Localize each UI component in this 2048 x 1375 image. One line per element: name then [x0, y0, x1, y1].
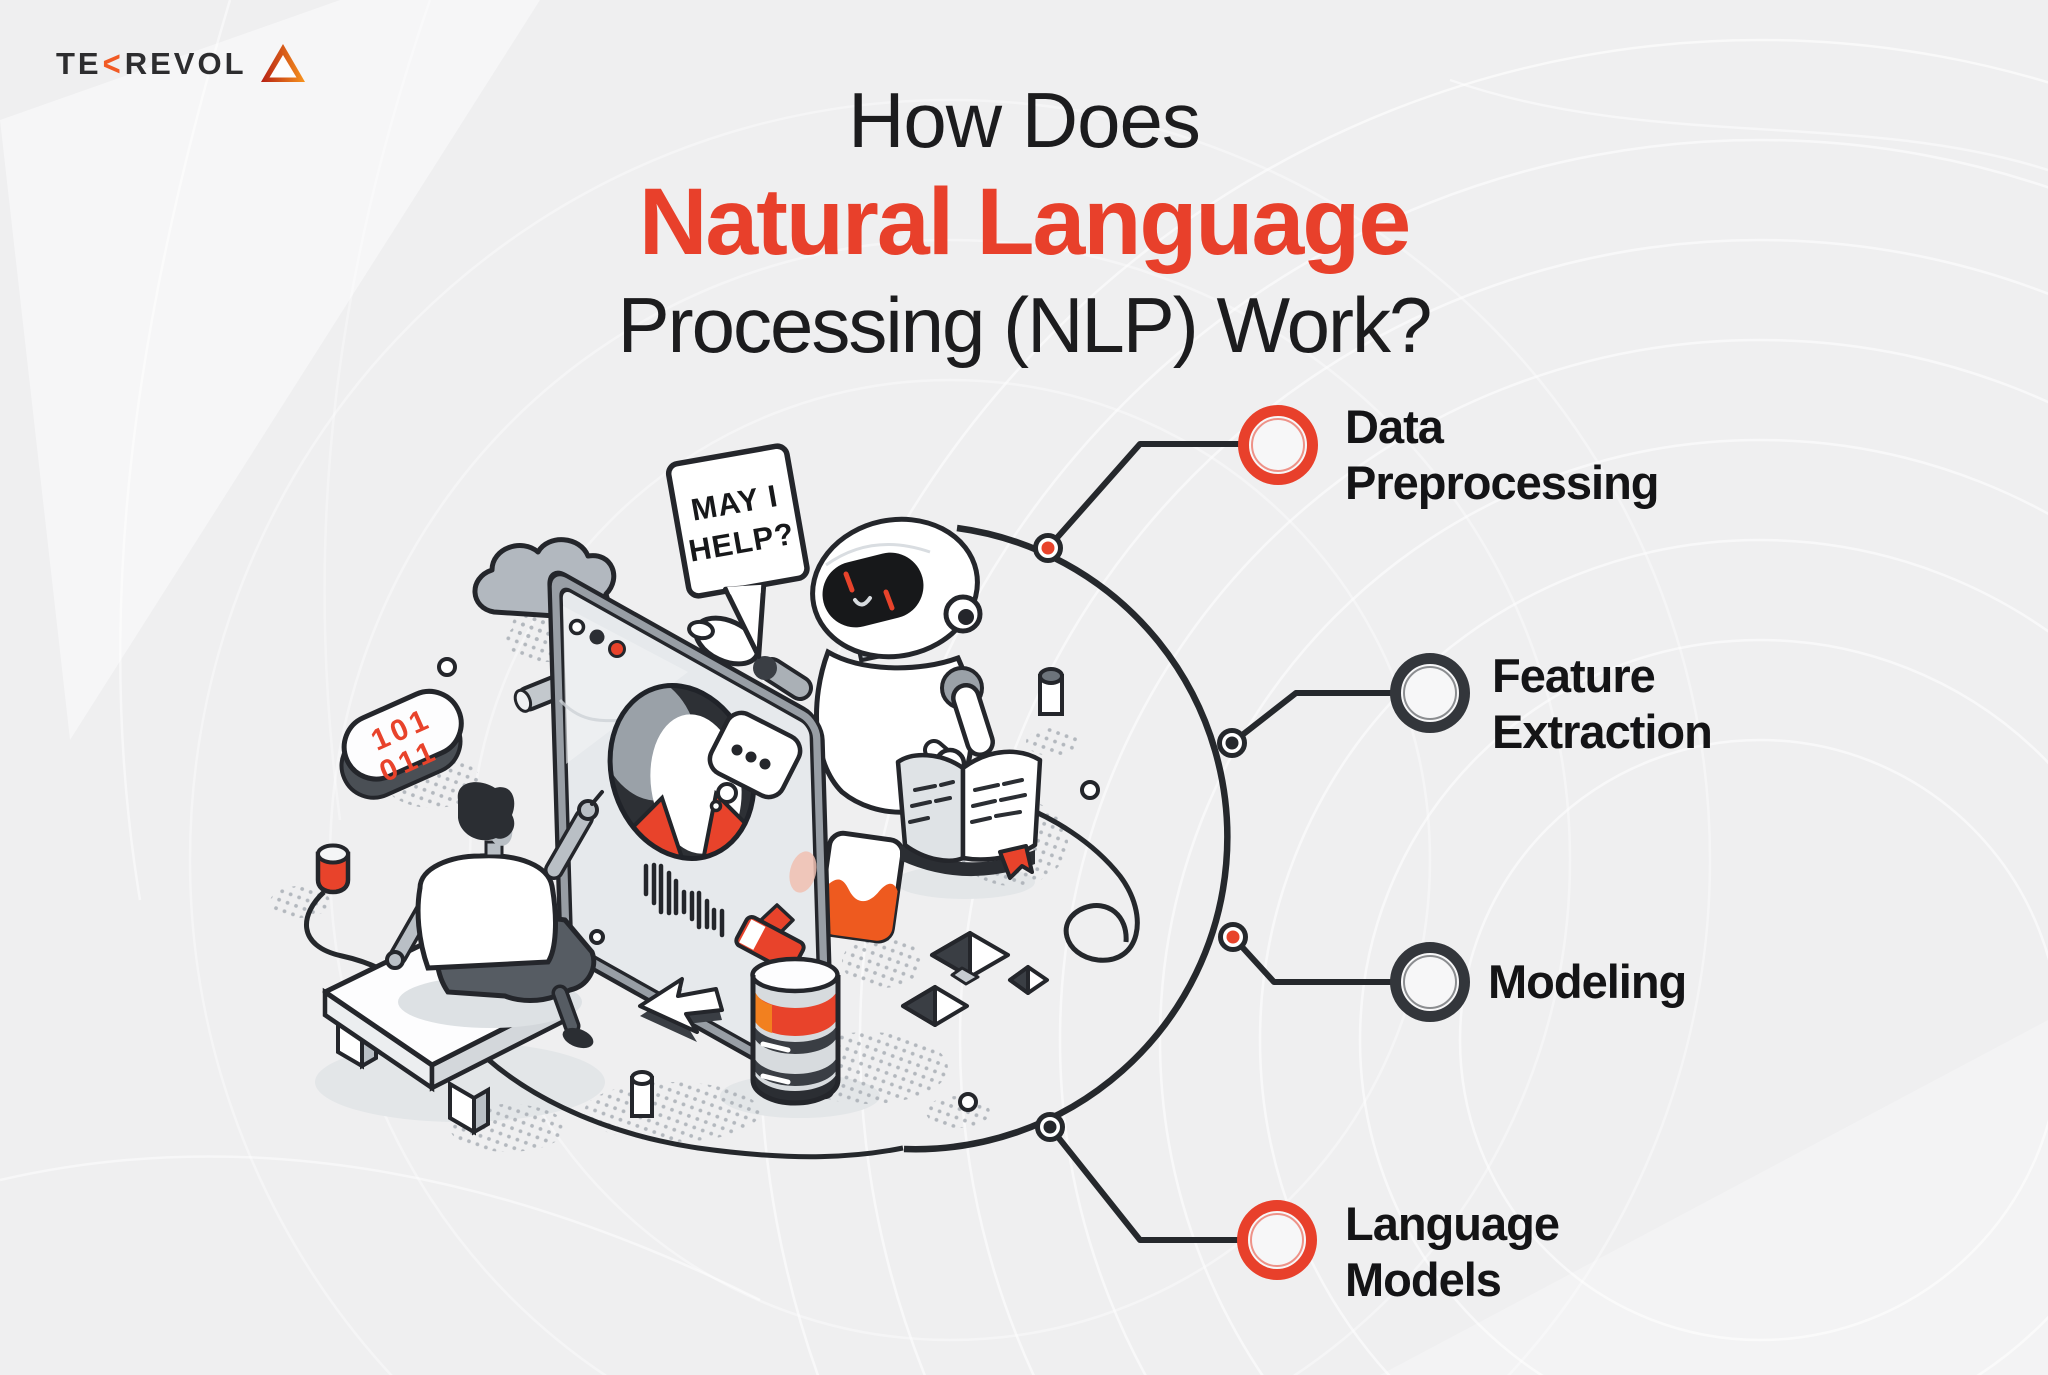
speech-bubble: MAY I HELP?	[665, 443, 810, 659]
book-icon	[895, 749, 1043, 880]
database-icon	[750, 956, 841, 1106]
robot-visor	[822, 552, 924, 628]
title-line-1: How Does	[848, 76, 1201, 164]
tiles-icon	[901, 931, 1049, 1027]
step-label-line: Modeling	[1488, 955, 1687, 1008]
title-line-3: Processing (NLP) Work?	[617, 281, 1433, 369]
step-ring-feature-extraction	[1390, 653, 1470, 733]
logo-k-glyph: <	[102, 43, 124, 84]
window-dot-white	[568, 618, 586, 636]
connector-line-3	[1230, 934, 1392, 985]
person-hair	[457, 782, 515, 841]
window-dot-red	[608, 640, 626, 658]
robot-eye-left	[843, 571, 855, 593]
person	[385, 782, 604, 1049]
ground-wire	[304, 890, 904, 1160]
step-label-language-models: Language Models	[1345, 1196, 1560, 1308]
step-label-line: Language	[1345, 1197, 1560, 1250]
small-cylinder-right	[1038, 667, 1064, 716]
step-label-feature-extraction: Feature Extraction	[1492, 648, 1713, 760]
small-cylinder-left	[630, 1070, 654, 1118]
logo-prefix: TE	[56, 46, 102, 81]
step-label-line: Extraction	[1492, 705, 1713, 758]
step-label-data-preprocessing: Data Preprocessing	[1345, 399, 1660, 511]
binary-badge: 101 011	[339, 688, 464, 800]
can-icon	[315, 843, 351, 895]
step-ring-language-models	[1237, 1200, 1317, 1280]
brand-triangle-icon	[260, 44, 305, 82]
person-shirt	[415, 853, 558, 971]
step-label-line: Preprocessing	[1345, 456, 1660, 509]
step-label-line: Data	[1345, 400, 1444, 453]
step-ring-modeling	[1390, 942, 1470, 1022]
connector-line-4	[1047, 1125, 1239, 1243]
brand-logo: TE<REVOL	[56, 42, 307, 86]
robot-hand	[687, 615, 813, 701]
page-title: How Does Natural Language Processing (NL…	[0, 74, 2048, 372]
arc-nodes	[1033, 533, 1248, 1142]
brand-logo-text: TE<REVOL	[56, 43, 247, 84]
robot-eye-right	[883, 589, 895, 611]
connector-line-1	[1045, 441, 1240, 550]
step-ring-data-preprocessing	[1238, 405, 1318, 485]
waveform-icon	[643, 862, 725, 938]
logo-suffix: REVOL	[124, 46, 247, 81]
step-label-line: Feature	[1492, 649, 1656, 702]
window-dot-dark	[589, 629, 605, 645]
step-label-modeling: Modeling	[1488, 954, 1687, 1010]
connector-line-2	[1230, 690, 1392, 746]
arrow-icon	[638, 977, 724, 1042]
bookmark-icon	[998, 844, 1034, 880]
step-label-line: Models	[1345, 1253, 1502, 1306]
chat-bubble-icon	[707, 710, 803, 813]
title-line-2: Natural Language	[638, 169, 1411, 275]
decor-circles	[437, 657, 1100, 1112]
robot-smile	[853, 596, 872, 607]
